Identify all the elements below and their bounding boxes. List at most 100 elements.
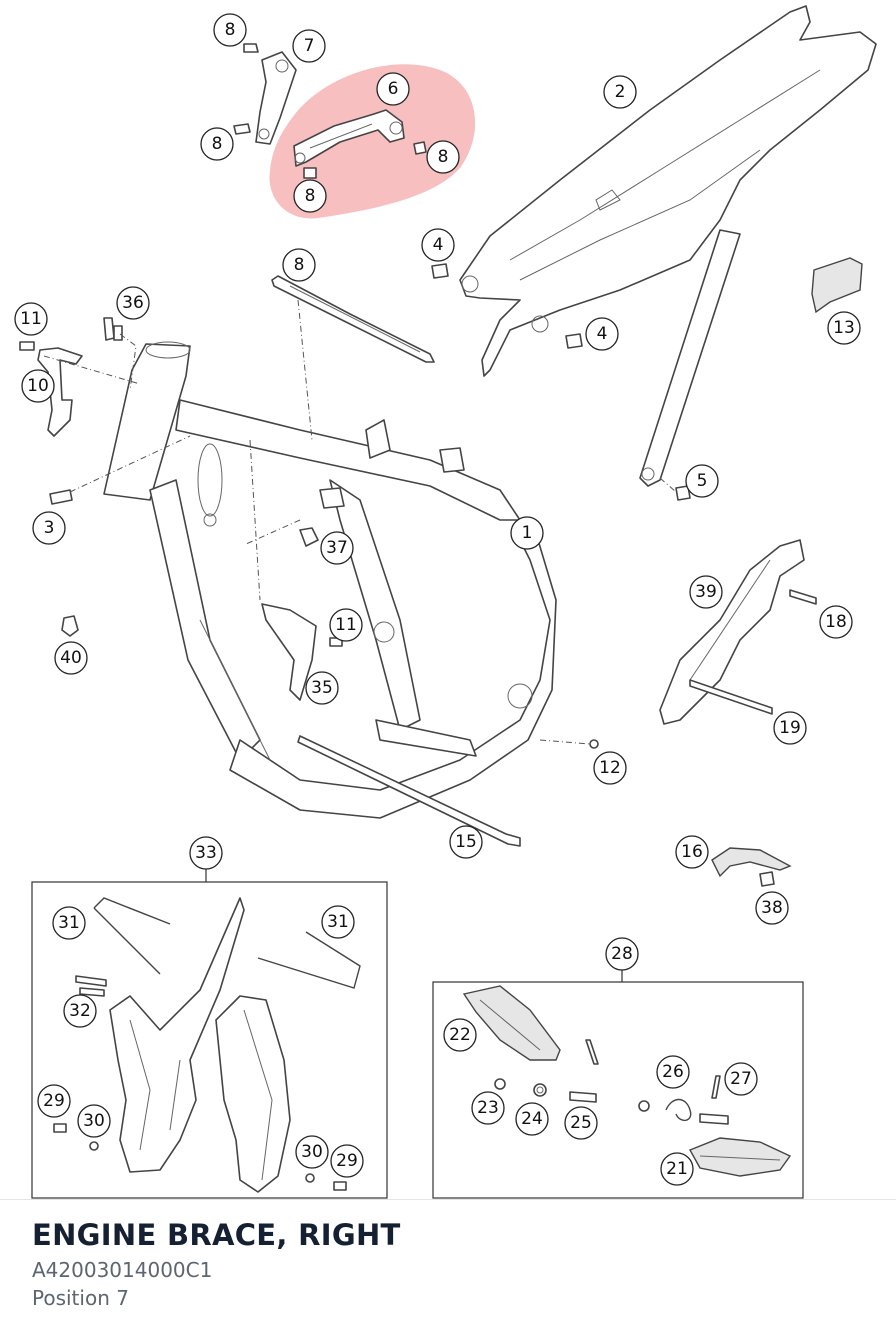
callout-number: 5	[697, 471, 708, 491]
callout-40[interactable]: 40	[54, 641, 88, 675]
part-spring-24[interactable]	[533, 1083, 547, 1097]
part-bolt-32[interactable]	[75, 975, 107, 997]
callout-number: 7	[304, 36, 315, 56]
part-clip-37[interactable]	[299, 527, 319, 547]
callout-11[interactable]: 11	[329, 608, 363, 642]
part-engine-brace-6[interactable]	[293, 109, 427, 179]
part-pin-top[interactable]	[585, 1039, 599, 1065]
part-footpeg-22[interactable]	[462, 985, 561, 1061]
callout-29[interactable]: 29	[330, 1144, 364, 1178]
part-washer-30b[interactable]	[305, 1173, 315, 1183]
callout-3[interactable]: 3	[32, 511, 66, 545]
part-bolt-4a[interactable]	[431, 263, 449, 279]
callout-number: 1	[522, 523, 533, 543]
callout-12[interactable]: 12	[593, 751, 627, 785]
part-nut-12[interactable]	[589, 739, 599, 749]
part-bolt-29b[interactable]	[333, 1181, 347, 1191]
part-pin-27[interactable]	[711, 1075, 721, 1099]
callout-35[interactable]: 35	[305, 671, 339, 705]
part-clip-36[interactable]	[103, 317, 123, 341]
callout-31[interactable]: 31	[52, 906, 86, 940]
callout-18[interactable]: 18	[819, 605, 853, 639]
callout-5[interactable]: 5	[685, 464, 719, 498]
part-number: A42003014000C1	[32, 1258, 213, 1282]
part-spring-26[interactable]	[665, 1098, 692, 1121]
part-washer-30a[interactable]	[89, 1141, 99, 1151]
callout-number: 21	[666, 1159, 688, 1179]
callout-number: 31	[58, 913, 80, 933]
part-frame-protector-right[interactable]	[215, 995, 291, 1193]
callout-24[interactable]: 24	[515, 1102, 549, 1136]
part-bolt-38[interactable]	[759, 871, 775, 887]
callout-8[interactable]: 8	[282, 248, 316, 282]
callout-21[interactable]: 21	[660, 1152, 694, 1186]
part-subframe-2[interactable]	[459, 5, 877, 487]
part-strap-31b[interactable]	[257, 931, 361, 989]
callout-8[interactable]: 8	[293, 179, 327, 213]
callout-2[interactable]: 2	[603, 75, 637, 109]
callout-8[interactable]: 8	[426, 140, 460, 174]
callout-30[interactable]: 30	[77, 1104, 111, 1138]
part-strap-31a[interactable]	[93, 897, 171, 975]
part-bolt-15[interactable]	[297, 735, 521, 847]
callout-number: 16	[681, 842, 703, 862]
part-bracket-7[interactable]	[233, 43, 297, 145]
part-main-frame-1[interactable]	[103, 341, 557, 819]
callout-number: 2	[615, 82, 626, 102]
callout-30[interactable]: 30	[295, 1135, 329, 1169]
part-washer-23[interactable]	[494, 1078, 506, 1090]
callout-8[interactable]: 8	[213, 13, 247, 47]
callout-10[interactable]: 10	[21, 369, 55, 403]
callout-7[interactable]: 7	[292, 29, 326, 63]
part-plate-8[interactable]	[271, 275, 435, 363]
part-guide-16[interactable]	[711, 847, 792, 878]
callout-1[interactable]: 1	[510, 516, 544, 550]
callout-27[interactable]: 27	[724, 1062, 758, 1096]
callout-number: 33	[195, 843, 217, 863]
callout-number: 29	[43, 1091, 65, 1111]
callout-13[interactable]: 13	[827, 311, 861, 345]
part-bolt-19[interactable]	[689, 679, 773, 715]
part-chain-guide-39[interactable]	[659, 539, 805, 725]
part-bolt-4b[interactable]	[565, 333, 583, 349]
part-cover-13[interactable]	[811, 257, 863, 314]
callout-4[interactable]: 4	[585, 317, 619, 351]
part-frame-protector-left[interactable]	[109, 897, 245, 1173]
callout-29[interactable]: 29	[37, 1084, 71, 1118]
callout-37[interactable]: 37	[320, 531, 354, 565]
callout-28[interactable]: 28	[605, 937, 639, 971]
part-bolt-29a[interactable]	[53, 1123, 67, 1133]
callout-39[interactable]: 39	[689, 575, 723, 609]
callout-6[interactable]: 6	[376, 72, 410, 106]
callout-36[interactable]: 36	[116, 286, 150, 320]
callout-15[interactable]: 15	[449, 825, 483, 859]
callout-4[interactable]: 4	[421, 228, 455, 262]
callout-number: 24	[521, 1109, 543, 1129]
part-bolt-5[interactable]	[675, 485, 691, 501]
part-bolt-11a[interactable]	[19, 341, 35, 351]
part-footpeg-21[interactable]	[689, 1137, 792, 1177]
part-bolt-18[interactable]	[789, 589, 817, 605]
selected-part-highlight[interactable]	[269, 64, 476, 219]
part-clip-40[interactable]	[61, 615, 79, 637]
callout-26[interactable]: 26	[656, 1055, 690, 1089]
callout-33[interactable]: 33	[189, 836, 223, 870]
callout-38[interactable]: 38	[755, 891, 789, 925]
part-pin-26[interactable]	[699, 1113, 729, 1125]
callout-8[interactable]: 8	[200, 127, 234, 161]
part-pin-25[interactable]	[569, 1091, 597, 1103]
part-pad-3[interactable]	[49, 489, 73, 505]
callout-19[interactable]: 19	[773, 711, 807, 745]
part-guard-35[interactable]	[261, 603, 317, 701]
callout-22[interactable]: 22	[443, 1018, 477, 1052]
callout-23[interactable]: 23	[471, 1091, 505, 1125]
callout-number: 36	[122, 293, 144, 313]
callout-25[interactable]: 25	[564, 1106, 598, 1140]
callout-16[interactable]: 16	[675, 835, 709, 869]
info-divider	[0, 1199, 896, 1200]
callout-31[interactable]: 31	[321, 905, 355, 939]
callout-11[interactable]: 11	[14, 302, 48, 336]
callout-number: 37	[326, 538, 348, 558]
part-washer-26[interactable]	[638, 1100, 650, 1112]
callout-32[interactable]: 32	[63, 994, 97, 1028]
